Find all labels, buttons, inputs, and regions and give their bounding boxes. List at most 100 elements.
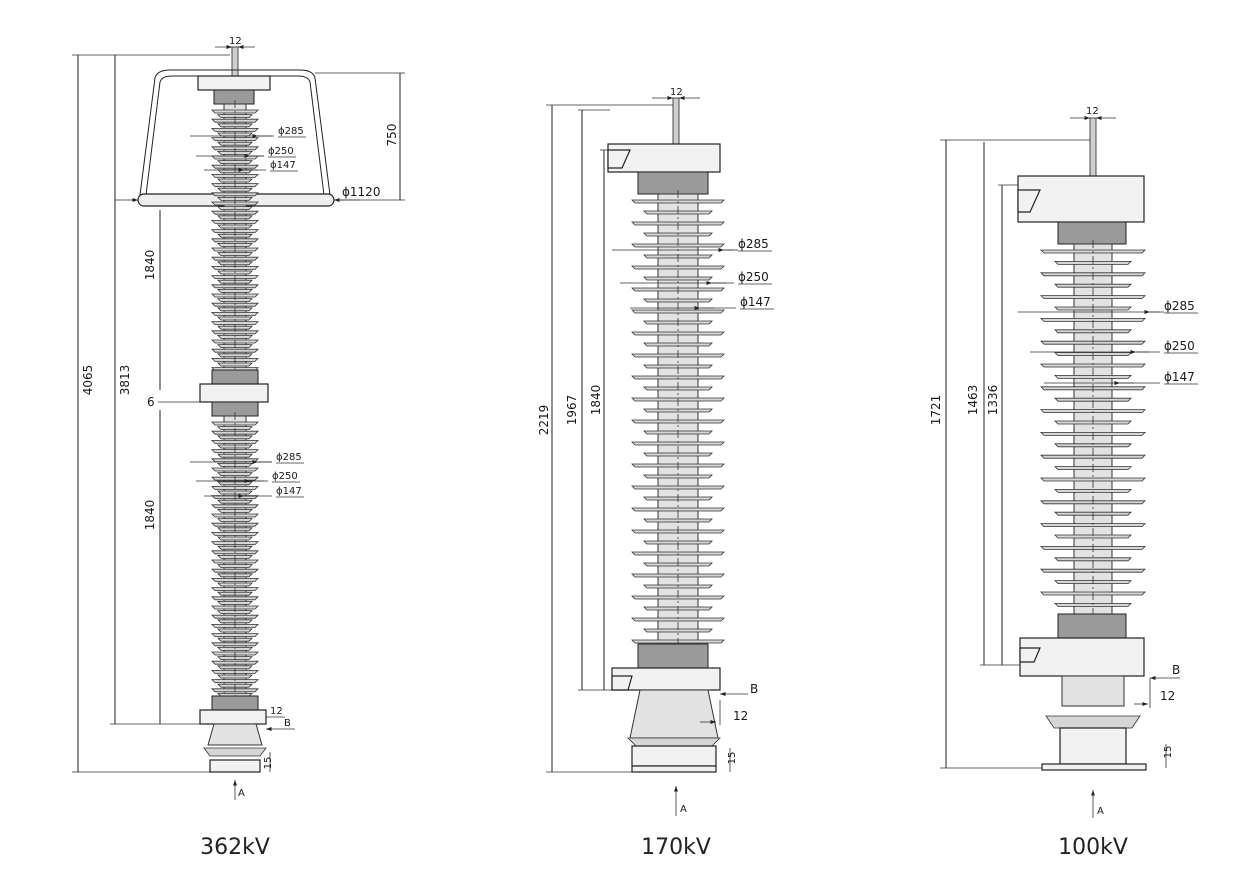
shed bbox=[217, 499, 253, 504]
shed bbox=[643, 276, 713, 281]
grading-ring: ϕ1120 750 bbox=[115, 69, 405, 207]
mark-b: B bbox=[720, 682, 758, 696]
bottom-cap bbox=[211, 695, 259, 711]
arrester-title: 100kV bbox=[1058, 835, 1128, 860]
base-flange bbox=[1019, 637, 1145, 677]
diameter-label: ϕ250 bbox=[272, 471, 298, 482]
svg-text:12: 12 bbox=[1160, 689, 1175, 703]
shed bbox=[211, 660, 259, 665]
svg-text:4065: 4065 bbox=[81, 365, 95, 396]
shed bbox=[631, 485, 725, 490]
base-shed bbox=[203, 747, 267, 757]
shed bbox=[217, 252, 253, 256]
svg-text:12: 12 bbox=[270, 706, 283, 717]
diameter-label: ϕ147 bbox=[276, 486, 302, 497]
shed bbox=[1040, 363, 1146, 368]
shed bbox=[1054, 375, 1132, 379]
svg-text:6: 6 bbox=[147, 395, 155, 409]
shed bbox=[217, 536, 253, 541]
diameter-label: ϕ250 bbox=[268, 146, 294, 157]
svg-text:B: B bbox=[284, 718, 291, 729]
sheds bbox=[1040, 240, 1146, 620]
insulating-base bbox=[1061, 675, 1125, 707]
svg-text:1840: 1840 bbox=[143, 250, 157, 281]
shed bbox=[217, 298, 253, 302]
diameter-label: ϕ285 bbox=[738, 237, 769, 251]
base-flange-lug bbox=[611, 675, 633, 691]
shed bbox=[217, 187, 253, 192]
shed bbox=[217, 435, 253, 440]
sheds bbox=[631, 190, 725, 648]
svg-text:750: 750 bbox=[385, 124, 399, 147]
base-flange-lug bbox=[1019, 647, 1041, 663]
shed bbox=[211, 330, 259, 335]
shed bbox=[217, 628, 253, 633]
svg-text:2219: 2219 bbox=[537, 405, 551, 436]
shed bbox=[217, 353, 253, 358]
shed bbox=[631, 309, 725, 314]
arrester-title: 362kV bbox=[200, 835, 270, 860]
top-terminal: 12 bbox=[215, 36, 255, 78]
dim-base-12: 12 bbox=[700, 700, 748, 725]
view-arrow-a: A bbox=[674, 786, 687, 816]
top-cap bbox=[1057, 221, 1127, 245]
shed bbox=[631, 507, 725, 512]
shed bbox=[211, 633, 259, 637]
svg-text:B: B bbox=[1172, 663, 1180, 677]
view-arrow-a: A bbox=[233, 780, 245, 800]
shed bbox=[1040, 454, 1146, 459]
diameter-label: ϕ147 bbox=[270, 160, 296, 171]
shed bbox=[1054, 443, 1132, 448]
diameter-label: ϕ285 bbox=[278, 126, 304, 137]
insulating-base bbox=[207, 723, 263, 746]
arrester-title: 170kV bbox=[641, 835, 711, 860]
dim-base-12: 12 bbox=[1134, 678, 1175, 708]
top-flange bbox=[1017, 175, 1145, 223]
base-shed bbox=[627, 737, 721, 747]
svg-text:A: A bbox=[1097, 806, 1104, 817]
svg-text:1840: 1840 bbox=[143, 500, 157, 531]
shed bbox=[1054, 557, 1132, 562]
shed bbox=[643, 518, 713, 523]
svg-text:12: 12 bbox=[229, 36, 242, 47]
base-plate bbox=[209, 759, 261, 773]
svg-text:1721: 1721 bbox=[929, 395, 943, 426]
insulating-base bbox=[629, 689, 719, 739]
shed bbox=[631, 441, 725, 446]
svg-text:A: A bbox=[238, 788, 245, 799]
shed bbox=[217, 289, 253, 293]
top-cap bbox=[637, 171, 709, 195]
diameter-label: ϕ250 bbox=[738, 270, 769, 284]
dim-joint: 6 bbox=[147, 395, 205, 409]
upper-sheds bbox=[211, 100, 259, 380]
shed bbox=[631, 265, 725, 270]
top-flange bbox=[197, 75, 271, 91]
shed bbox=[211, 155, 259, 160]
lower-sheds bbox=[211, 412, 259, 702]
mark-b: B bbox=[1150, 663, 1180, 680]
shed bbox=[217, 362, 253, 367]
mid-flange bbox=[199, 383, 269, 403]
dim-unit: 1840 bbox=[589, 149, 616, 690]
bottom-cap bbox=[637, 643, 709, 669]
shed bbox=[631, 617, 725, 622]
dim-base-15: 15 bbox=[263, 752, 274, 772]
shed bbox=[211, 348, 259, 353]
mid-cap-upper bbox=[211, 369, 259, 385]
shed bbox=[217, 601, 253, 605]
dim-upper-unit: 1840 bbox=[143, 210, 161, 390]
shed bbox=[1054, 534, 1132, 539]
svg-text:1336: 1336 bbox=[986, 385, 1000, 416]
shed bbox=[217, 610, 253, 614]
shed bbox=[211, 321, 259, 325]
svg-text:1967: 1967 bbox=[565, 395, 579, 426]
shed bbox=[211, 467, 259, 472]
svg-text:15: 15 bbox=[1163, 746, 1174, 759]
shed bbox=[211, 284, 259, 289]
shed bbox=[211, 532, 259, 536]
dim-total-height: 1721 bbox=[929, 139, 1090, 769]
